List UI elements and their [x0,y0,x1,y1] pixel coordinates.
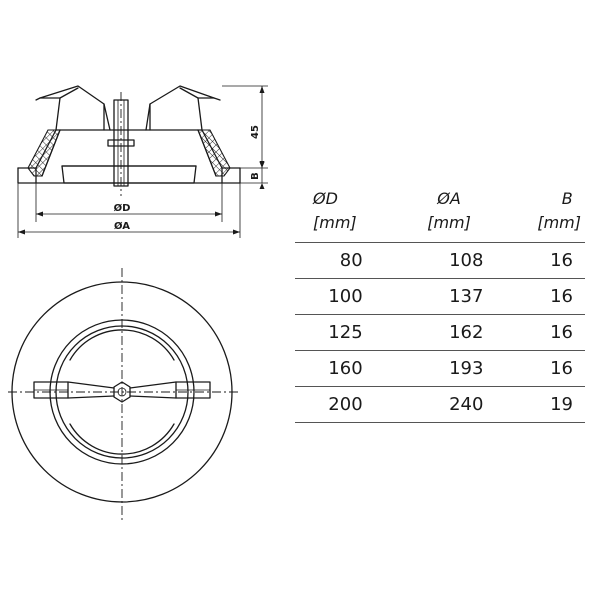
dim-d-label: ØD [114,202,131,214]
table-row: 200 240 19 [295,385,585,423]
table-row: 160 193 16 [295,349,585,386]
cell-a: 162 [362,313,484,350]
left-bracket [35,97,61,131]
damper-blade [61,165,197,184]
outer-rim [11,281,233,503]
cell-d: 80 [295,241,363,278]
header-diameter-a: ØA [mm] [427,188,471,232]
top-view [8,268,238,520]
base-flange [17,167,241,184]
cell-d: 160 [295,349,363,386]
blade-arc-top [69,329,175,361]
header-diameter-d: ØD [mm] [313,188,357,232]
dim-height-label: 45 [250,125,261,139]
cell-b: 16 [483,313,585,350]
cone-body [35,129,223,169]
side-view: 45 B ØD ØA [17,85,268,238]
cell-b: 16 [483,349,585,386]
right-bracket [197,97,221,131]
table-row: 100 137 16 [295,277,585,314]
cell-d: 200 [295,385,363,423]
inner-ring-inner [55,325,189,459]
cell-b: 19 [483,385,585,423]
dim-a-label: ØA [114,220,130,232]
header-b: B [mm] [537,188,581,232]
table-header-row: ØD [mm] ØA [mm] B [mm] [295,180,585,242]
cell-a: 240 [362,385,484,423]
table-row: 125 162 16 [295,313,585,350]
dimension-table: ØD [mm] ØA [mm] B [mm] 80 108 16 10 [295,180,585,423]
hub-nut [113,381,131,403]
cell-b: 16 [483,277,585,314]
cell-d: 100 [295,277,363,314]
cell-b: 16 [483,241,585,278]
table-row: 80 108 16 [295,241,585,278]
cell-a: 137 [362,277,484,314]
dim-b-label: B [250,172,261,180]
cell-d: 125 [295,313,363,350]
cell-a: 193 [362,349,484,386]
blade-arc-bottom [69,423,175,455]
cell-a: 108 [362,241,484,278]
inner-ring-outer [49,319,195,465]
